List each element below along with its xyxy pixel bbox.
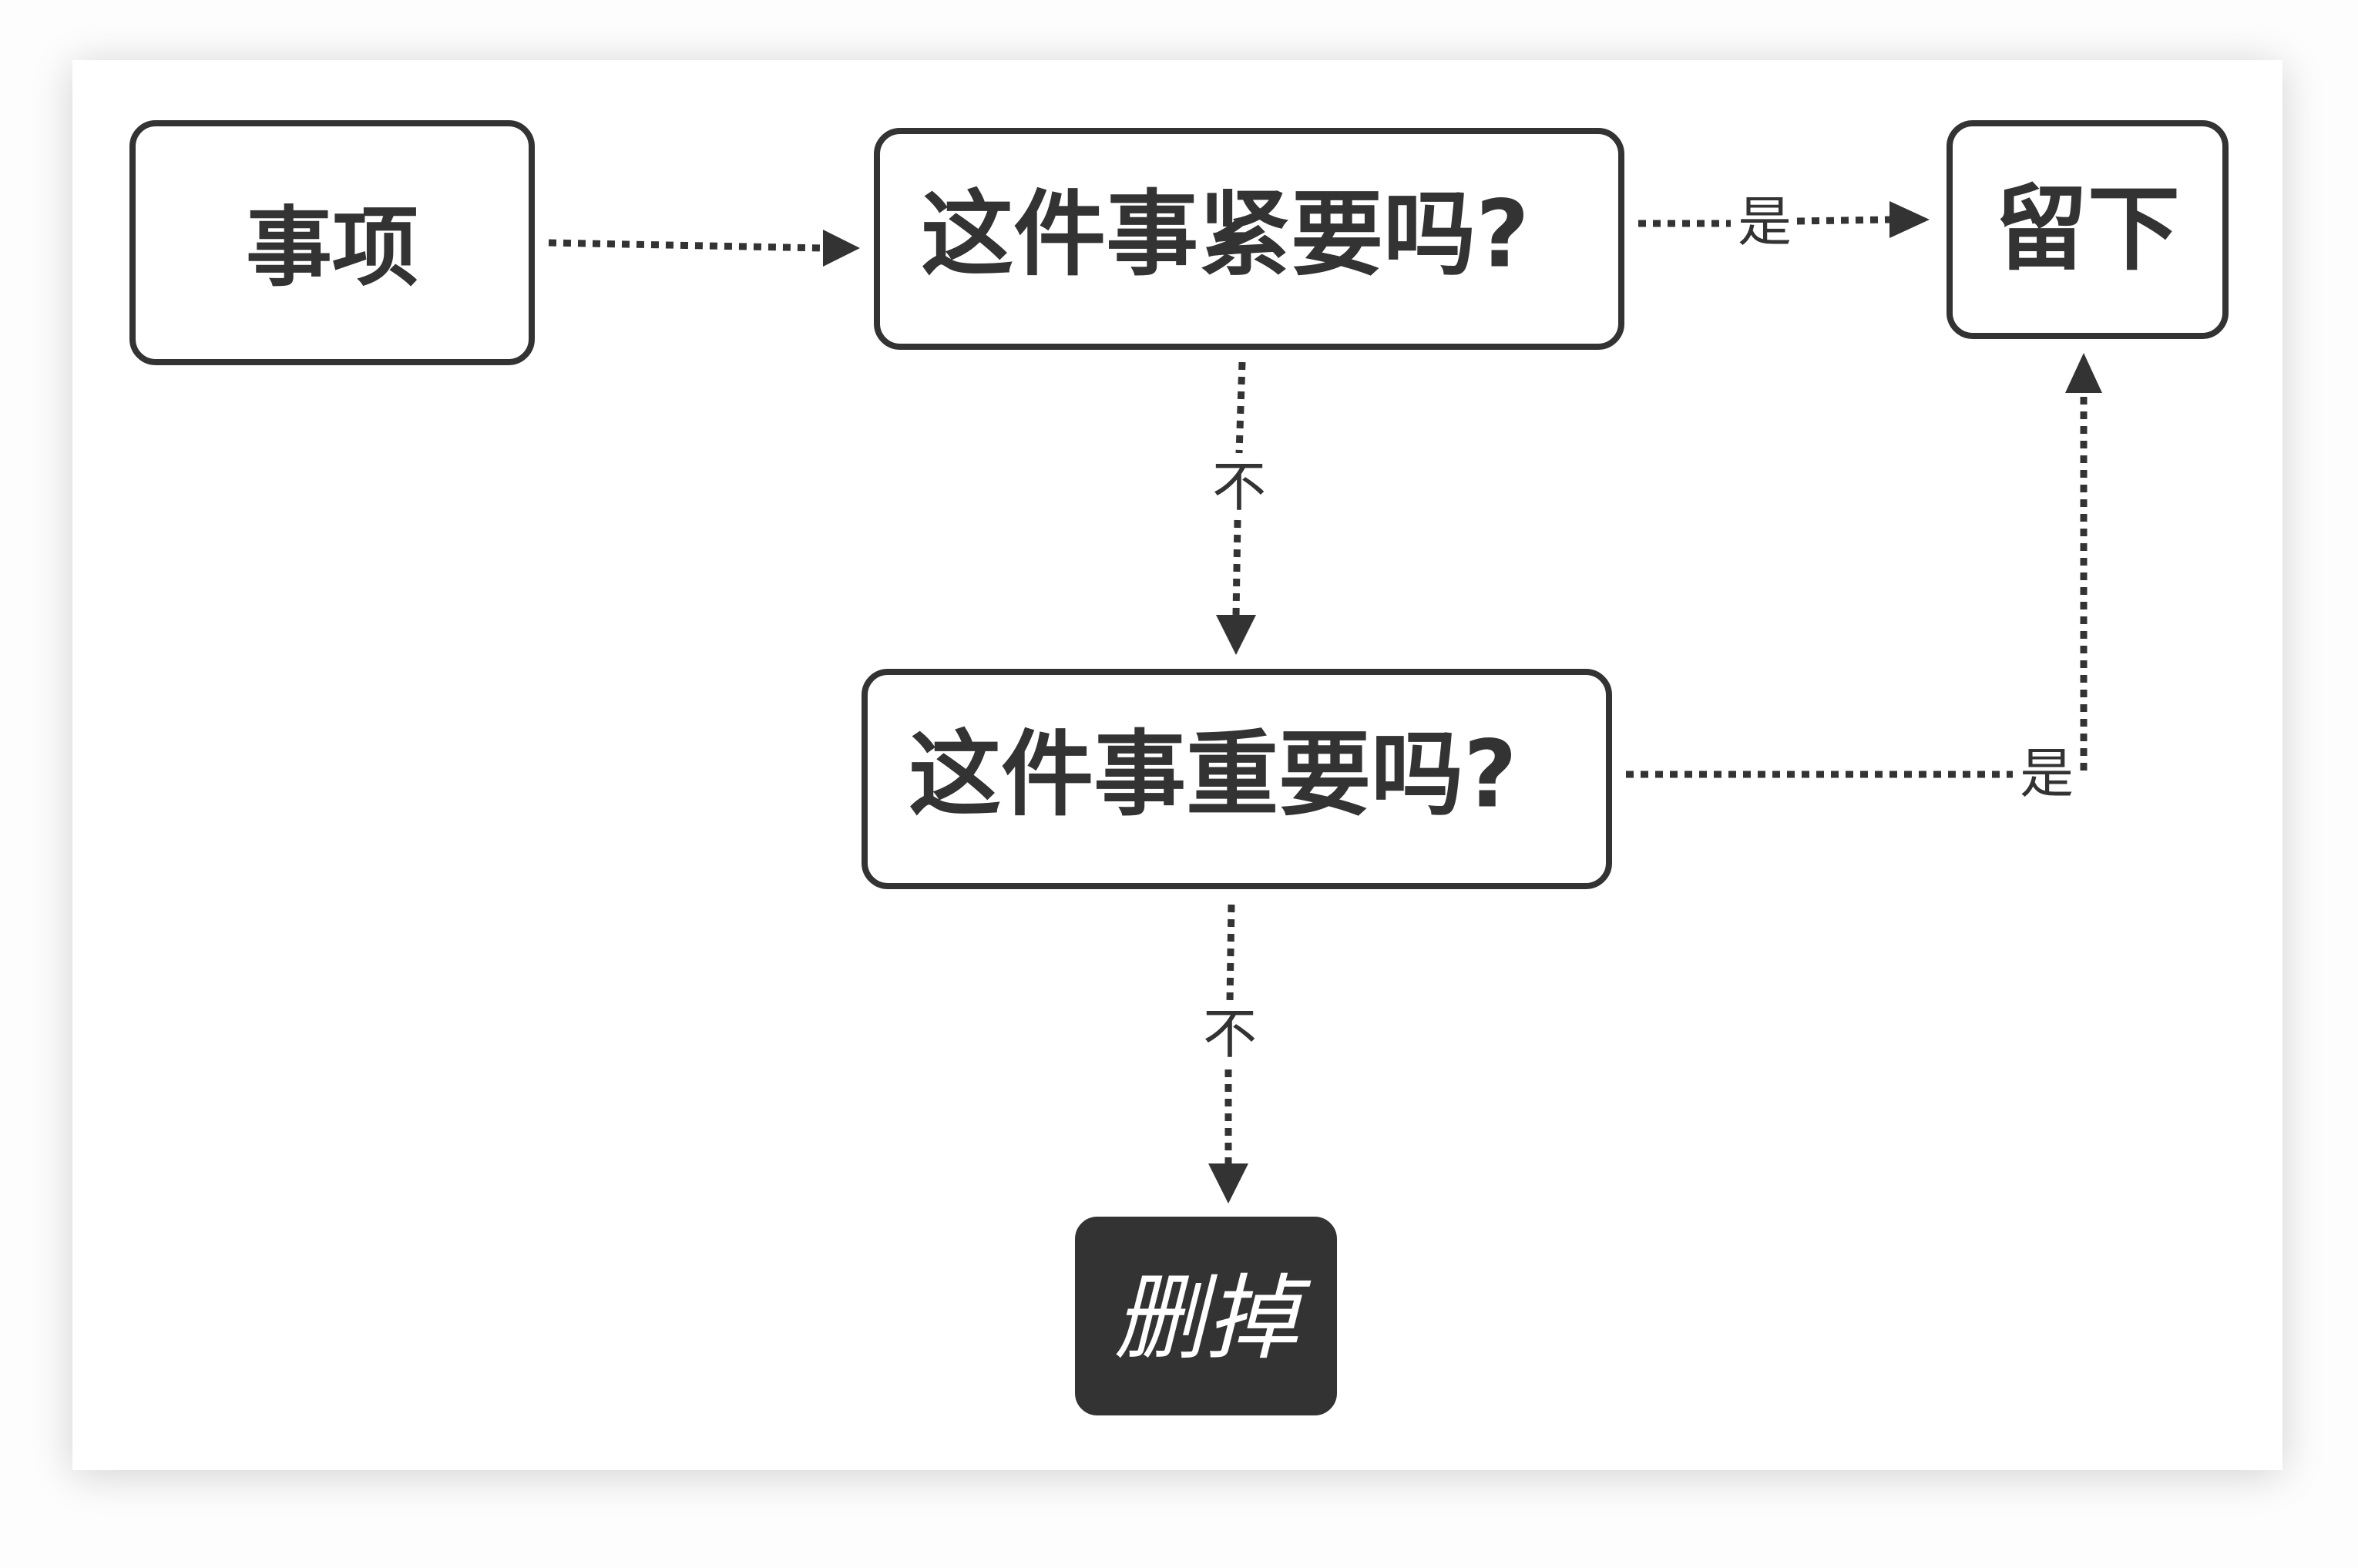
node-important-label: 这件事重要吗?: [909, 722, 1517, 829]
edge-urgent-to-keep-right: [1796, 216, 1890, 225]
node-item[interactable]: 事项: [129, 120, 535, 365]
edge-urgent-to-important-bottom: [1232, 519, 1241, 616]
arrowhead-to-keep-from-important: [2065, 353, 2102, 393]
edge-urgent-to-important-top: [1235, 361, 1246, 454]
edge-label-important-no: 不: [1203, 1002, 1257, 1066]
node-keep[interactable]: 留下: [1947, 120, 2229, 339]
node-urgent-box: [874, 128, 1624, 350]
edge-important-to-delete-top: [1226, 904, 1235, 1002]
arrowhead-to-urgent: [823, 230, 860, 267]
node-urgent-label: 这件事紧要吗?: [921, 182, 1530, 289]
edge-label-important-yes: 是: [2020, 742, 2074, 805]
node-urgent-question[interactable]: 这件事紧要吗?: [874, 128, 1624, 350]
arrowhead-to-keep-from-urgent: [1889, 201, 1930, 238]
node-keep-box: [1947, 120, 2229, 339]
arrowhead-to-delete: [1208, 1163, 1248, 1204]
edge-item-to-urgent: [548, 239, 824, 252]
node-important-question[interactable]: 这件事重要吗?: [862, 669, 1612, 889]
arrowhead-to-important: [1216, 615, 1256, 655]
node-delete[interactable]: 删掉: [1075, 1217, 1337, 1415]
node-delete-label: 删掉: [1114, 1266, 1312, 1373]
node-item-label: 事项: [246, 198, 418, 298]
edge-label-urgent-no: 不: [1212, 455, 1266, 519]
node-important-box: [862, 669, 1612, 889]
node-keep-label: 留下: [1995, 176, 2180, 284]
node-delete-box: [1075, 1217, 1337, 1415]
edge-label-urgent-yes: 是: [1738, 190, 1792, 253]
node-item-box: [129, 120, 535, 365]
